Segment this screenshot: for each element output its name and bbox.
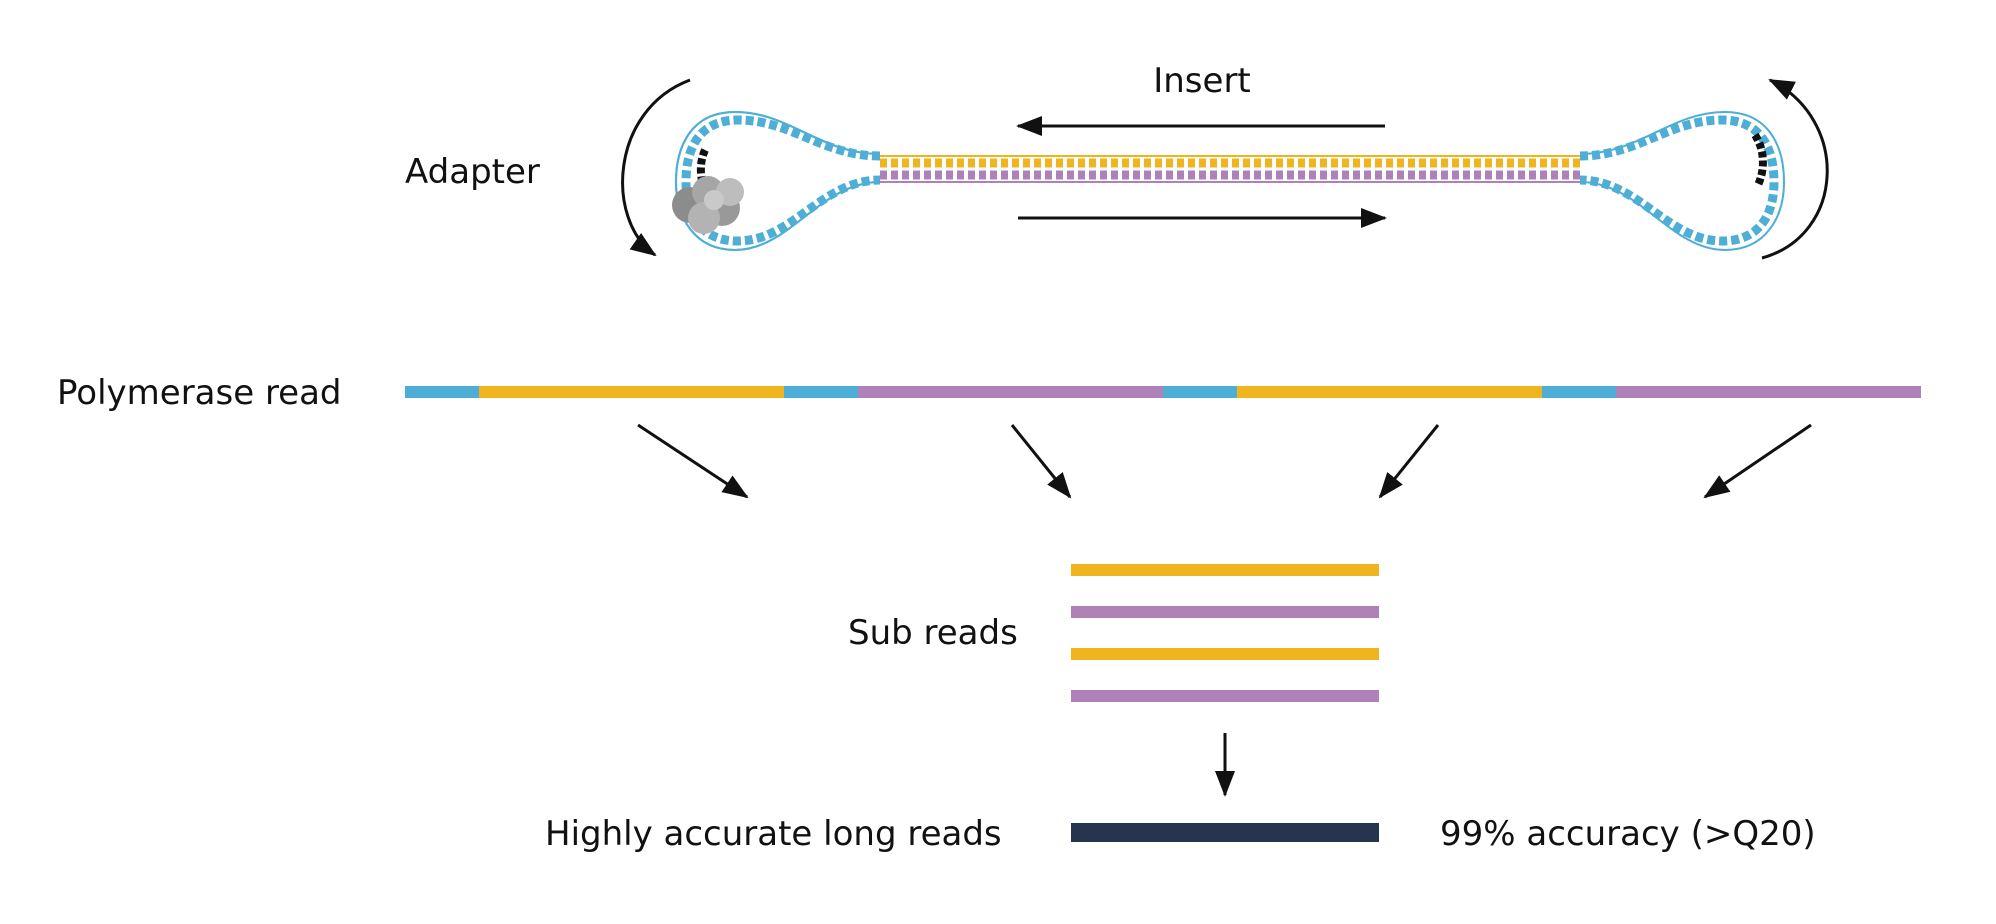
polymerase-read-label: Polymerase read bbox=[57, 373, 342, 413]
polymerase-to-subreads-arrows bbox=[637, 423, 1812, 499]
insert-double-strand bbox=[880, 155, 1580, 183]
sub-read-4 bbox=[1071, 690, 1379, 702]
sub-read-1 bbox=[1071, 564, 1379, 576]
reverse-strand-segment bbox=[1616, 386, 1921, 398]
adapter-segment bbox=[1542, 386, 1616, 398]
adapter-segment bbox=[784, 386, 858, 398]
right-rotation-arrow-icon bbox=[1761, 78, 1829, 260]
right-primer bbox=[1751, 132, 1767, 187]
polymerase-icon bbox=[672, 176, 744, 234]
reverse-strand-segment bbox=[858, 386, 1163, 398]
forward-strand-segment bbox=[1237, 386, 1542, 398]
accuracy-label: 99% accuracy (>Q20) bbox=[1440, 814, 1816, 854]
sub-reads-label: Sub reads bbox=[848, 613, 1018, 653]
down-right-arrow-icon bbox=[1010, 424, 1072, 499]
adapter-segment bbox=[1163, 386, 1237, 398]
insert-label: Insert bbox=[1153, 61, 1251, 101]
smrtbell-template: Insert Adapter bbox=[405, 61, 1829, 260]
left-adapter-loop bbox=[674, 110, 881, 252]
left-rotation-arrow-icon bbox=[621, 78, 691, 257]
polymerase-read-bar bbox=[405, 386, 1921, 398]
sub-read-2 bbox=[1071, 606, 1379, 618]
sub-reads-group bbox=[1071, 564, 1379, 702]
right-adapter-loop bbox=[1579, 110, 1786, 252]
ccs-read-bar bbox=[1071, 823, 1379, 842]
ccs-reads-label: Highly accurate long reads bbox=[545, 814, 1002, 854]
down-left-arrow-icon bbox=[1703, 423, 1812, 499]
forward-strand-segment bbox=[479, 386, 784, 398]
down-right-arrow-icon bbox=[637, 423, 749, 499]
sub-read-3 bbox=[1071, 648, 1379, 660]
down-left-arrow-icon bbox=[1378, 424, 1440, 499]
adapter-label: Adapter bbox=[405, 152, 540, 192]
adapter-segment bbox=[405, 386, 479, 398]
